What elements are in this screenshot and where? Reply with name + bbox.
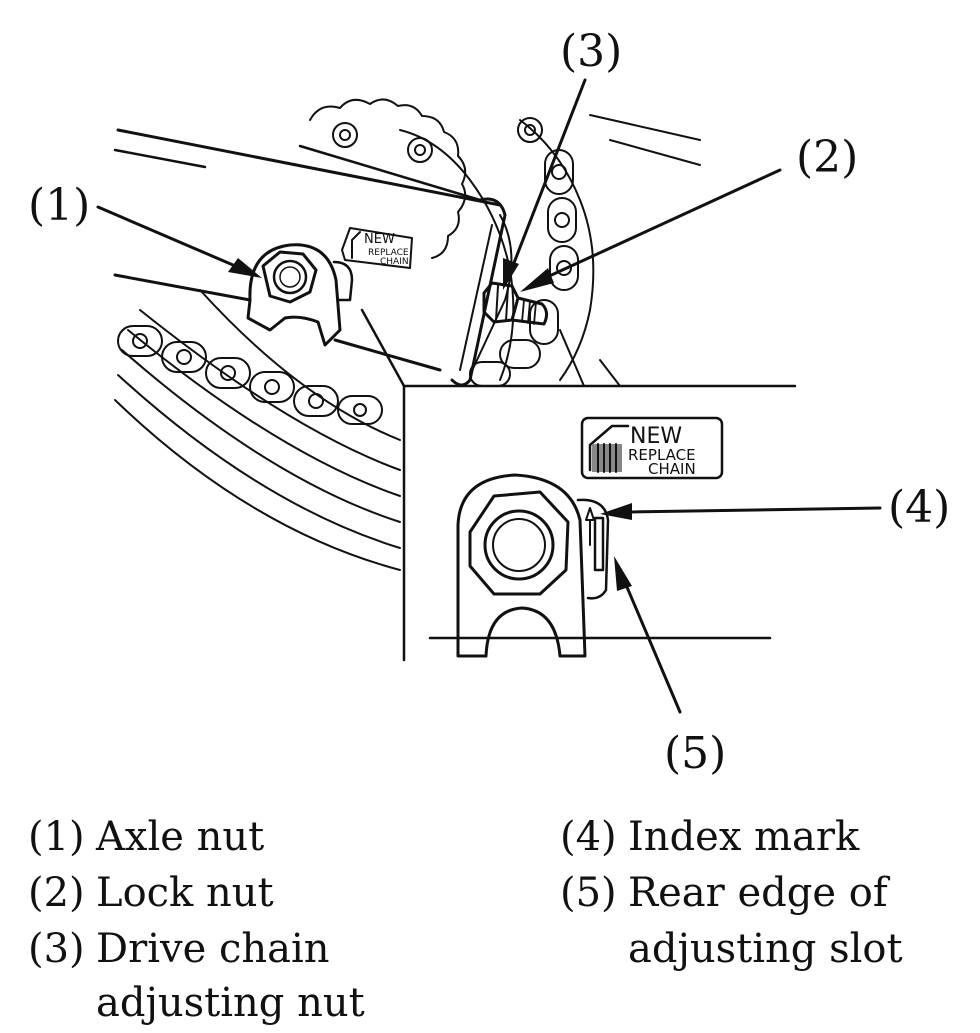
axle-nut-large	[456, 473, 610, 658]
swingarm	[113, 128, 513, 387]
legend-1-num: (1)	[28, 814, 85, 860]
axle-nut-small	[246, 243, 354, 347]
legend: (1) Axle nut (2) Lock nut (3) Drive chai…	[28, 814, 903, 1026]
inset-panel	[360, 308, 964, 686]
legend-5-text: Rear edge of	[628, 870, 891, 916]
small-wear-tag: NEW REPLACE CHAIN	[341, 227, 413, 269]
large-tag-new: NEW	[630, 424, 682, 449]
callout-4: (4)	[888, 482, 950, 533]
chain-left	[117, 325, 383, 425]
small-tag-chain: CHAIN	[380, 257, 409, 267]
large-tag-replace: REPLACE	[628, 446, 696, 464]
large-tag-chain: CHAIN	[648, 460, 696, 478]
callout-2: (2)	[796, 132, 858, 183]
legend-4-text: Index mark	[628, 814, 860, 860]
adjuster-bolt	[482, 281, 549, 326]
callout-1: (1)	[28, 180, 90, 231]
arrow-5-head	[614, 556, 632, 591]
arrow-3-head	[503, 258, 519, 290]
legend-2-text: Lock nut	[96, 870, 274, 916]
small-tag-replace: REPLACE	[368, 248, 409, 258]
chain-right	[469, 149, 579, 387]
callout-labels: (1) (2) (3) (4) (5)	[28, 26, 950, 779]
legend-left: (1) Axle nut (2) Lock nut (3) Drive chai…	[28, 814, 365, 1026]
legend-3-text: Drive chain	[96, 926, 330, 972]
callout-3: (3)	[560, 26, 622, 77]
arrow-2-head	[520, 268, 554, 292]
legend-5-num: (5)	[560, 870, 617, 916]
legend-5-text-line2: adjusting slot	[628, 926, 903, 972]
wheel-arcs	[114, 289, 401, 571]
arrow-4-head	[600, 503, 632, 520]
legend-2-num: (2)	[28, 870, 85, 916]
callout-5: (5)	[664, 728, 726, 779]
legend-3-num: (3)	[28, 926, 85, 972]
frame-lines	[559, 114, 701, 401]
legend-4-num: (4)	[560, 814, 617, 860]
small-tag-new: NEW	[364, 232, 395, 247]
arrow-1-head	[228, 258, 262, 278]
legend-right: (4) Index mark (5) Rear edge of adjustin…	[560, 814, 903, 972]
legend-1-text: Axle nut	[95, 814, 264, 860]
leader-lines	[96, 78, 882, 714]
large-wear-tag: NEW REPLACE CHAIN	[580, 416, 724, 480]
legend-3-text-line2: adjusting nut	[96, 980, 365, 1026]
sprocket	[309, 98, 595, 381]
